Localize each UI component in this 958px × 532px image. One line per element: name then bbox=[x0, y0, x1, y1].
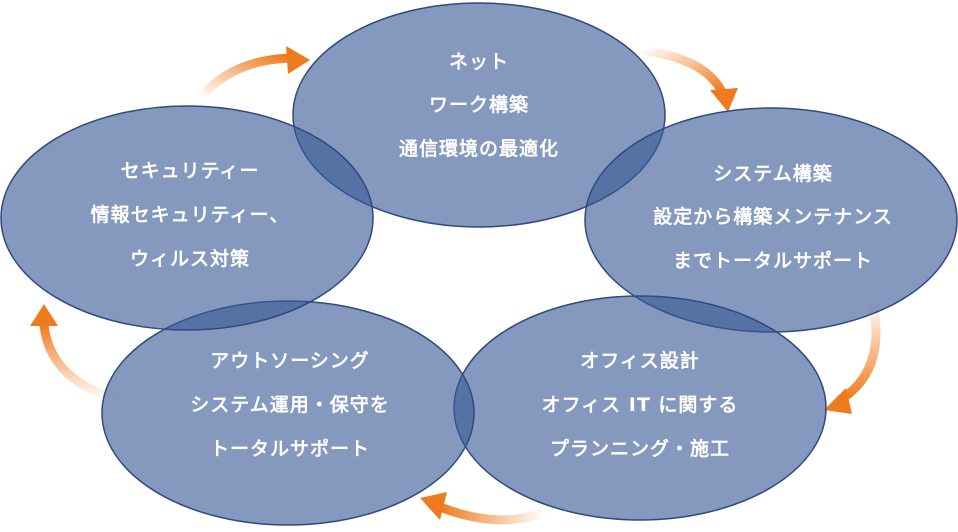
node-office-line-3: プランニング・施工 bbox=[550, 437, 730, 460]
node-network-ellipse bbox=[292, 2, 666, 228]
arrow-system-to-office bbox=[824, 295, 881, 414]
node-system-line-2: 設定から構築メンテナンス bbox=[653, 205, 893, 228]
node-security-line-2: 情報セキュリティー、 bbox=[91, 203, 290, 226]
node-system-label: システム構築 設定から構築メンテナンス までトータルサポート bbox=[653, 162, 893, 272]
node-outsourcing-line-1: アウトソーシング bbox=[210, 349, 370, 372]
node-office-label: オフィス設計 オフィス IT に関する プランニング・施工 bbox=[542, 349, 739, 460]
node-office-line-2: オフィス IT に関する bbox=[542, 394, 739, 416]
node-system-line-1: システム構築 bbox=[713, 162, 832, 185]
node-network-line-3: 通信環境の最適化 bbox=[399, 137, 559, 160]
arrow-network-to-system bbox=[635, 45, 738, 112]
node-outsourcing-label: アウトソーシング システム運用・保守を トータルサポート bbox=[190, 349, 389, 460]
node-network-line-2: ワーク構築 bbox=[429, 93, 529, 116]
arrow-security-to-network bbox=[195, 46, 310, 103]
node-security-line-1: セキュリティー bbox=[121, 160, 260, 182]
node-network-label: ネット ワーク構築 通信環境の最適化 bbox=[399, 51, 559, 160]
node-office-line-1: オフィス設計 bbox=[580, 349, 700, 372]
node-security-label: セキュリティー 情報セキュリティー、 ウィルス対策 bbox=[91, 160, 290, 270]
node-security-ellipse bbox=[0, 105, 374, 331]
node-security-line-3: ウィルス対策 bbox=[130, 247, 250, 270]
node-outsourcing-line-3: トータルサポート bbox=[210, 437, 370, 460]
arrow-office-to-outsourcing bbox=[420, 492, 550, 525]
node-network-line-1: ネット bbox=[449, 51, 509, 73]
node-system-line-3: までトータルサポート bbox=[673, 249, 873, 272]
node-outsourcing-line-2: システム運用・保守を bbox=[190, 393, 389, 416]
